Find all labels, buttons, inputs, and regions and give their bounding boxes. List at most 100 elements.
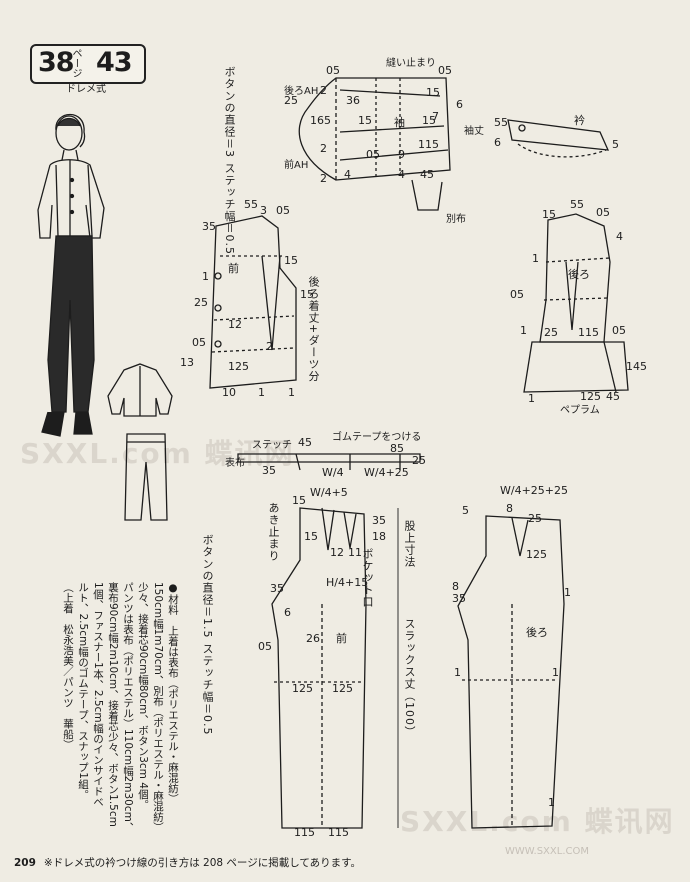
- sleeve-measure: 45: [420, 168, 434, 181]
- sleeve-measure: 9: [398, 148, 405, 161]
- front-measure: 35: [202, 220, 216, 233]
- sleeve-measure: 2: [320, 84, 327, 97]
- pants-front-measure: 11: [348, 546, 362, 559]
- design-number: 43: [96, 47, 133, 78]
- pants-front-measure: 125: [332, 682, 353, 695]
- sleeve-measure: 25: [284, 94, 298, 107]
- label-elastic: ゴムテープをつける: [332, 430, 421, 443]
- front-measure: 05: [192, 336, 206, 349]
- pants-front-measure: 35: [270, 582, 284, 595]
- label-back-bodice: 後ろ: [568, 267, 590, 281]
- page-reference-badge: 38 ページ 43: [30, 44, 146, 84]
- label-pants-front: 前: [336, 631, 347, 645]
- slacks-length-note: スラックス丈（100）: [402, 618, 416, 738]
- pants-front-measure: 115: [328, 826, 349, 839]
- figure-illustration: [37, 114, 105, 437]
- jacket-flat-sketch: [107, 363, 173, 417]
- back-measure: 4: [616, 230, 623, 243]
- sleeve-measure: 15: [358, 114, 372, 127]
- pants-back-pattern: [457, 515, 565, 829]
- materials-line: ルト、2.5cm幅のゴムテープ、スナップ1組。: [77, 582, 89, 800]
- back-measure: 115: [578, 326, 599, 339]
- back-bodice-pattern: [523, 213, 629, 393]
- sleeve-measure: 2: [320, 172, 327, 185]
- pants-back-measure: 1: [454, 666, 461, 679]
- pants-back-measure: 1: [552, 666, 559, 679]
- label-peplum: ペプラム: [560, 404, 600, 416]
- stitch-note-pants: ボタンの直径＝1.5 ステッチ幅＝0.5: [201, 534, 214, 736]
- sleeve-measure: 05: [326, 64, 340, 77]
- style-label: ドレメ式: [66, 84, 106, 95]
- pants-back-measure: 8: [506, 502, 513, 515]
- crotch-note: 股上寸法: [402, 520, 416, 568]
- back-measure: 1: [532, 252, 539, 265]
- collar-measure: 6: [494, 136, 501, 149]
- watermark-bottom: SXXL.com 蝶讯网: [400, 805, 675, 838]
- back-length-note: 後ろ着丈+ダーツ分: [307, 276, 320, 383]
- front-measure: 25: [194, 296, 208, 309]
- sleeve-measure: 115: [418, 138, 439, 151]
- pants-flat-sketch: [124, 433, 168, 521]
- front-measure: 1: [288, 386, 295, 399]
- materials-line: 裏布90cm幅2m10cm、接着芯少々、ボタン1.5cm: [107, 582, 119, 827]
- waistband-measure: W/4: [322, 466, 344, 479]
- label-sleeve-cap: 縫い止まり: [386, 56, 436, 69]
- front-bodice-pattern: [209, 215, 297, 389]
- pants-front-measure: 05: [258, 640, 272, 653]
- pants-back-measure: 25: [528, 512, 542, 525]
- stitch-note-top: ボタンの直径＝3 ステッチ幅＝0.5: [223, 66, 236, 255]
- pants-front-measure: W/4+5: [310, 486, 348, 499]
- front-measure: 2: [266, 340, 273, 353]
- waistband-measure: 35: [262, 464, 276, 477]
- collar-measure: 5: [612, 138, 619, 151]
- front-measure: 13: [180, 356, 194, 369]
- front-measure: 15: [300, 288, 314, 301]
- pants-back-measure: W/4+25+25: [500, 484, 568, 497]
- stitch-label: ステッチ: [252, 440, 292, 451]
- label-waistband: 表布: [225, 456, 245, 469]
- sleeve-measure: 7: [432, 110, 439, 123]
- label-front-ah: 前AH: [284, 158, 308, 171]
- footer-note: ※ドレメ式の衿つけ線の引き方は 208 ページに掲載してあります。: [43, 857, 362, 869]
- sleeve-measure: 165: [310, 114, 331, 127]
- back-measure: 05: [612, 324, 626, 337]
- waistband-pattern: [237, 453, 421, 471]
- pants-front-measure: 125: [292, 682, 313, 695]
- ref-unit: ページ: [70, 48, 81, 78]
- back-measure: 05: [596, 206, 610, 219]
- sleeve-measure: 36: [346, 94, 360, 107]
- materials-line: ●材料 上着は表布（ポリエステル・麻混紡）: [167, 582, 179, 804]
- pants-back-measure: 1: [548, 796, 555, 809]
- materials-line: 1個、ファスナー1本、2.5cm幅のインサイドベ: [92, 582, 104, 807]
- front-measure: 12: [228, 318, 242, 331]
- label-collar: 衿: [574, 113, 585, 127]
- pants-front-measure: 12: [330, 546, 344, 559]
- collar-pattern: [507, 119, 610, 158]
- back-measure: 1: [520, 324, 527, 337]
- materials-line: 少々、接着芯90cm幅80cm、ボタン3cm 4個。: [137, 582, 149, 810]
- sleeve-measure: 05: [366, 148, 380, 161]
- waistband-measure: 25: [412, 454, 426, 467]
- front-measure: 55: [244, 198, 258, 211]
- pants-front-measure: 35: [372, 514, 386, 527]
- back-measure: 05: [510, 288, 524, 301]
- front-measure: 15: [284, 254, 298, 267]
- pants-back-measure: 35: [452, 592, 466, 605]
- pants-front-measure: 115: [294, 826, 315, 839]
- back-measure: 45: [606, 390, 620, 403]
- sleeve-measure: 4: [398, 168, 405, 181]
- sleeve-measure: 2: [320, 142, 327, 155]
- back-measure: 55: [570, 198, 584, 211]
- label-pants-back: 後ろ: [526, 625, 548, 639]
- fly-stitch-note: あき止まり: [267, 502, 280, 562]
- label-bias: 別布: [446, 213, 466, 225]
- materials-line: パンツは表布（ポリエステル）110cm幅2m30cm、: [122, 582, 134, 833]
- pants-front-measure: H/4+15: [326, 576, 368, 589]
- sleeve-measure: 05: [438, 64, 452, 77]
- materials-list: ●材料 上着は表布（ポリエステル・麻混紡） 150cm幅1m70cm、別布（ポリ…: [60, 582, 180, 882]
- sleeve-measure: 4: [344, 168, 351, 181]
- pants-back-measure: 8: [452, 580, 459, 593]
- pocket-note: ポケット口: [361, 548, 374, 608]
- waistband-measure: 45: [298, 436, 312, 449]
- back-measure: 25: [544, 326, 558, 339]
